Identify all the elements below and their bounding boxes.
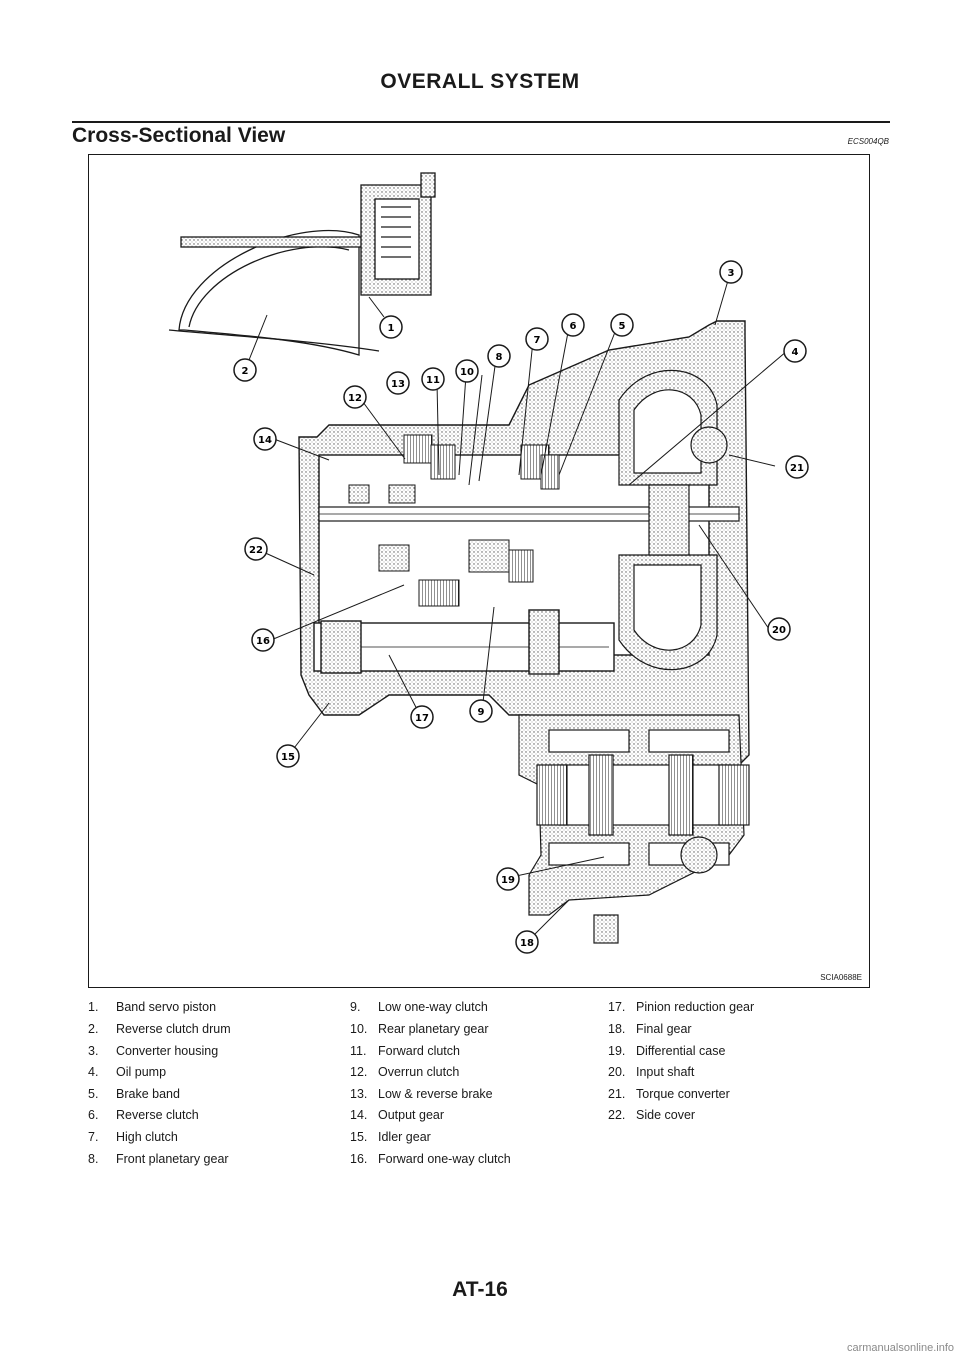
svg-text:1: 1 bbox=[388, 323, 395, 334]
callout-2: 2 bbox=[233, 358, 257, 382]
band-servo-detail bbox=[168, 172, 436, 356]
differential bbox=[518, 714, 750, 944]
torque-converter bbox=[618, 369, 728, 671]
callout-6: 6 bbox=[561, 313, 585, 337]
callout-14: 14 bbox=[253, 427, 277, 451]
callout-15: 15 bbox=[276, 744, 300, 768]
svg-text:15: 15 bbox=[281, 752, 295, 763]
svg-text:21: 21 bbox=[790, 463, 804, 474]
legend-item: 5.Brake band bbox=[88, 1087, 180, 1101]
legend-item: 15.Idler gear bbox=[350, 1130, 431, 1144]
page-header: OVERALL SYSTEM bbox=[380, 70, 580, 93]
callout-12: 12 bbox=[343, 385, 367, 409]
legend-item: 1.Band servo piston bbox=[88, 1000, 217, 1014]
callout-20: 20 bbox=[767, 617, 791, 641]
svg-text:12: 12 bbox=[348, 393, 362, 404]
callout-9: 9 bbox=[469, 699, 493, 723]
cross-section-figure: 1 2 3 4 5 6 7 8 9 10 11 12 13 14 15 16 1… bbox=[88, 154, 870, 988]
svg-text:10: 10 bbox=[460, 367, 474, 378]
svg-text:2: 2 bbox=[242, 366, 249, 377]
callout-4: 4 bbox=[783, 339, 807, 363]
legend-item: 16.Forward one-way clutch bbox=[350, 1152, 511, 1166]
legend-item: 14.Output gear bbox=[350, 1108, 445, 1122]
watermark: carmanualsonline.info bbox=[846, 1342, 954, 1354]
svg-text:9: 9 bbox=[478, 707, 485, 718]
section-code: ECS004QB bbox=[847, 137, 889, 146]
svg-text:6: 6 bbox=[570, 321, 577, 332]
callout-22: 22 bbox=[244, 537, 268, 561]
legend-item: 19.Differential case bbox=[608, 1044, 726, 1058]
page-number: AT-16 bbox=[452, 1278, 508, 1301]
section-rule bbox=[72, 121, 890, 123]
callout-19: 19 bbox=[496, 867, 520, 891]
legend-item: 9.Low one-way clutch bbox=[350, 1000, 488, 1014]
callout-markers: 1 2 3 4 5 6 7 8 9 10 11 12 13 14 15 16 1… bbox=[233, 260, 809, 954]
svg-text:11: 11 bbox=[426, 375, 440, 386]
svg-text:14: 14 bbox=[258, 435, 272, 446]
legend-item: 10.Rear planetary gear bbox=[350, 1022, 489, 1036]
svg-text:7: 7 bbox=[534, 335, 541, 346]
legend-item: 22.Side cover bbox=[608, 1108, 696, 1122]
svg-text:18: 18 bbox=[520, 938, 534, 949]
callout-21: 21 bbox=[785, 455, 809, 479]
callout-5: 5 bbox=[610, 313, 634, 337]
legend-item: 17.Pinion reduction gear bbox=[608, 1000, 755, 1014]
legend-item: 20.Input shaft bbox=[608, 1065, 695, 1079]
svg-text:17: 17 bbox=[415, 713, 429, 724]
legend-item: 2.Reverse clutch drum bbox=[88, 1022, 231, 1036]
svg-text:22: 22 bbox=[249, 545, 263, 556]
callout-7: 7 bbox=[525, 327, 549, 351]
svg-text:13: 13 bbox=[391, 379, 405, 390]
transmission-drawing: 1 2 3 4 5 6 7 8 9 10 11 12 13 14 15 16 1… bbox=[168, 172, 809, 954]
legend-item: 13.Low & reverse brake bbox=[350, 1087, 493, 1101]
svg-text:16: 16 bbox=[256, 636, 270, 647]
callout-11: 11 bbox=[421, 367, 445, 391]
leader-lines bbox=[248, 276, 788, 941]
section-title: Cross-Sectional View bbox=[72, 124, 286, 147]
callout-3: 3 bbox=[719, 260, 743, 284]
legend-item: 3.Converter housing bbox=[88, 1044, 219, 1058]
legend-item: 18.Final gear bbox=[608, 1022, 692, 1036]
svg-text:5: 5 bbox=[619, 321, 626, 332]
callout-13: 13 bbox=[386, 371, 410, 395]
legend-item: 4.Oil pump bbox=[88, 1065, 167, 1079]
callout-18: 18 bbox=[515, 930, 539, 954]
clutch-packs bbox=[348, 434, 560, 607]
svg-text:20: 20 bbox=[772, 625, 786, 636]
callout-8: 8 bbox=[487, 344, 511, 368]
legend-item: 6.Reverse clutch bbox=[88, 1108, 199, 1122]
svg-text:3: 3 bbox=[728, 268, 735, 279]
callout-1: 1 bbox=[379, 315, 403, 339]
svg-text:19: 19 bbox=[501, 875, 515, 886]
legend-item: 7.High clutch bbox=[88, 1130, 178, 1144]
callout-16: 16 bbox=[251, 628, 275, 652]
legend-item: 21.Torque converter bbox=[608, 1087, 730, 1101]
legend-item: 11.Forward clutch bbox=[350, 1044, 460, 1058]
figure-code: SCIA0688E bbox=[820, 973, 862, 982]
callout-17: 17 bbox=[410, 705, 434, 729]
svg-text:4: 4 bbox=[792, 347, 799, 358]
legend-item: 8.Front planetary gear bbox=[88, 1152, 229, 1166]
callout-10: 10 bbox=[455, 359, 479, 383]
svg-text:8: 8 bbox=[496, 352, 503, 363]
legend-item: 12.Overrun clutch bbox=[350, 1065, 460, 1079]
